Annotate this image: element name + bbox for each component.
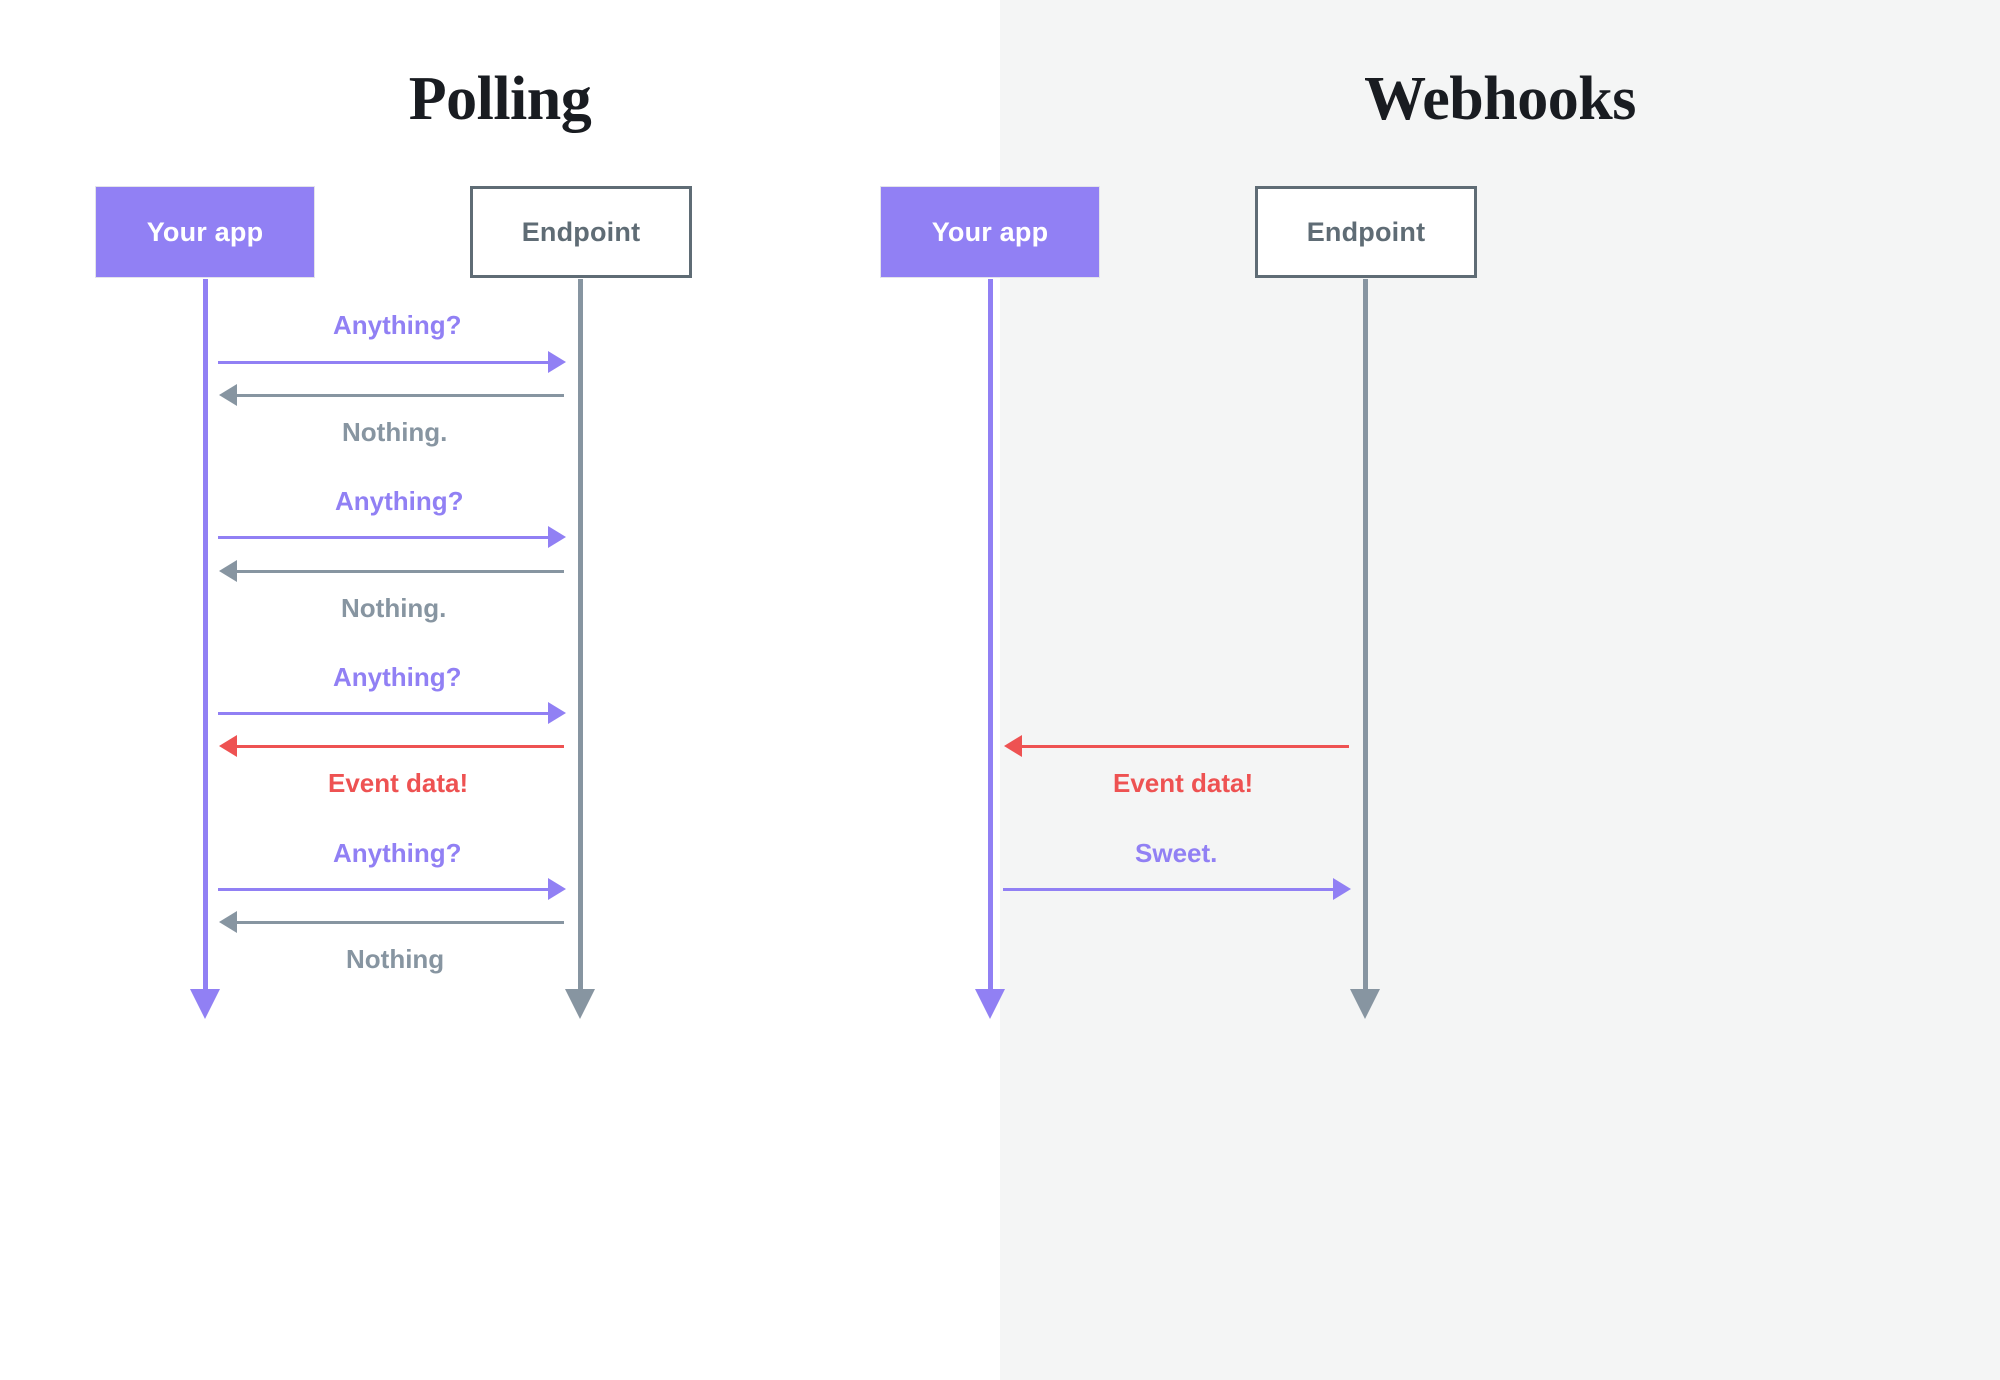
webhooks-message-arrowhead-1 xyxy=(1004,735,1022,757)
webhooks-lifeline-endpoint-arrowhead xyxy=(1350,989,1380,1019)
panel-webhooks: Webhooks Your app Endpoint Event data! S… xyxy=(880,0,2000,1380)
polling-message-line-6 xyxy=(237,745,564,748)
webhooks-lifeline-endpoint xyxy=(1363,279,1368,989)
polling-message-line-1 xyxy=(218,361,548,364)
webhooks-actor-endpoint: Endpoint xyxy=(1255,186,1477,278)
polling-title: Polling xyxy=(408,65,592,133)
polling-message-arrowhead-1 xyxy=(548,351,566,373)
polling-message-arrowhead-6 xyxy=(219,735,237,757)
webhooks-message-line-1 xyxy=(1022,745,1349,748)
polling-message-line-7 xyxy=(218,888,548,891)
polling-message-line-3 xyxy=(218,536,548,539)
polling-lifeline-your-app xyxy=(203,279,208,989)
polling-message-label-5: Anything? xyxy=(333,662,462,692)
polling-actor-your-app: Your app xyxy=(95,186,315,278)
polling-message-label-7: Anything? xyxy=(333,838,462,868)
polling-lifeline-endpoint xyxy=(578,279,583,989)
polling-message-label-3: Anything? xyxy=(335,486,464,516)
polling-message-line-4 xyxy=(237,570,564,573)
polling-message-line-8 xyxy=(237,921,564,924)
webhooks-lifeline-your-app xyxy=(988,279,993,989)
webhooks-message-label-1: Event data! xyxy=(1113,768,1254,798)
polling-message-label-6: Event data! xyxy=(328,768,469,798)
webhooks-message-arrowhead-2 xyxy=(1333,878,1351,900)
polling-message-label-8: Nothing xyxy=(346,944,445,974)
polling-message-line-2 xyxy=(237,394,564,397)
polling-message-arrowhead-7 xyxy=(548,878,566,900)
webhooks-actor-endpoint-label: Endpoint xyxy=(1306,216,1426,247)
polling-message-label-4: Nothing. xyxy=(341,593,447,623)
polling-message-label-2: Nothing. xyxy=(342,417,448,447)
polling-lifeline-your-app-arrowhead xyxy=(190,989,220,1019)
webhooks-actor-your-app: Your app xyxy=(880,186,1100,278)
webhooks-message-label-2: Sweet. xyxy=(1135,838,1218,868)
polling-actor-endpoint: Endpoint xyxy=(470,186,692,278)
polling-message-arrowhead-4 xyxy=(219,560,237,582)
polling-message-arrowhead-3 xyxy=(548,526,566,548)
polling-actor-endpoint-label: Endpoint xyxy=(521,216,641,247)
webhooks-title: Webhooks xyxy=(1364,65,1636,133)
polling-lifeline-endpoint-arrowhead xyxy=(565,989,595,1019)
polling-message-arrowhead-5 xyxy=(548,702,566,724)
panel-polling: Polling Your app Endpoint Anything? Noth… xyxy=(95,65,692,1019)
polling-message-line-5 xyxy=(218,712,548,715)
polling-actor-your-app-label: Your app xyxy=(146,216,264,247)
polling-message-arrowhead-8 xyxy=(219,911,237,933)
webhooks-message-line-2 xyxy=(1003,888,1333,891)
polling-message-label-1: Anything? xyxy=(333,310,462,340)
webhooks-lifeline-your-app-arrowhead xyxy=(975,989,1005,1019)
polling-message-arrowhead-2 xyxy=(219,384,237,406)
webhooks-actor-your-app-label: Your app xyxy=(931,216,1049,247)
